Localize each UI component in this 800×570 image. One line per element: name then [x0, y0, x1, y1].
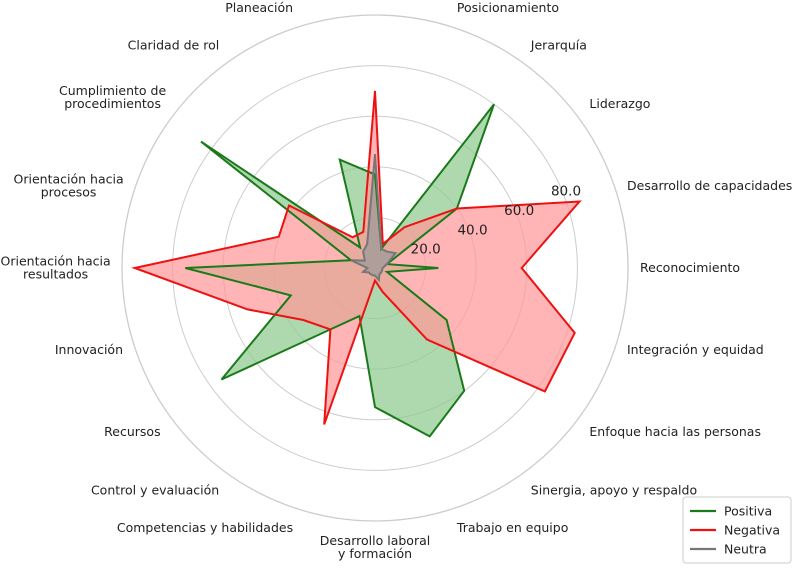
- radial-tick-40: 40.0: [457, 222, 487, 238]
- legend-label-negativa: Negativa: [724, 523, 780, 538]
- axis-label-3: Liderazgo: [589, 96, 650, 111]
- axis-label-19: Planeación: [225, 0, 293, 15]
- radial-tick-20: 20.0: [411, 242, 441, 258]
- legend-frame: [682, 496, 792, 564]
- legend-label-positiva: Positiva: [724, 504, 772, 519]
- axis-label-11: Competencias y habilidades: [117, 520, 293, 535]
- axis-label-8: Sinergia, apoyo y respaldo: [531, 482, 697, 497]
- radial-tick-80: 80.0: [551, 184, 581, 200]
- outer-ring: [121, 14, 629, 522]
- series-fill-negativa: [134, 90, 580, 425]
- series-polygons: [131, 90, 582, 438]
- axis-label-4: Desarrollo de capacidades: [627, 178, 792, 193]
- legend: Positiva Negativa Neutra: [682, 496, 792, 564]
- axis-label-6: Integración y equidad: [627, 342, 764, 357]
- axis-label-7: Enfoque hacia las personas: [589, 424, 761, 439]
- axis-label-0: Comunicación: [331, 0, 419, 2]
- axis-label-9: Trabajo en equipo: [456, 520, 568, 535]
- radial-tick-60: 60.0: [504, 203, 534, 219]
- axis-label-12: Control y evaluación: [91, 482, 219, 497]
- radial-tick-labels: 20.0 40.0 60.0 80.0: [411, 184, 581, 258]
- axis-label-14: Innovación: [55, 342, 123, 357]
- axis-label-2: Jerarquía: [530, 38, 587, 53]
- axis-label-1: Posicionamiento: [457, 0, 559, 15]
- series-fill-neutra: [350, 154, 396, 280]
- legend-label-neutra: Neutra: [724, 542, 767, 557]
- axis-label-13: Recursos: [104, 424, 160, 439]
- axis-label-5: Reconocimiento: [640, 260, 740, 275]
- axis-label-18: Claridad de rol: [128, 38, 220, 53]
- axis-category-labels: Comunicación PosicionamientoJerarquíaLide…: [1, 0, 793, 561]
